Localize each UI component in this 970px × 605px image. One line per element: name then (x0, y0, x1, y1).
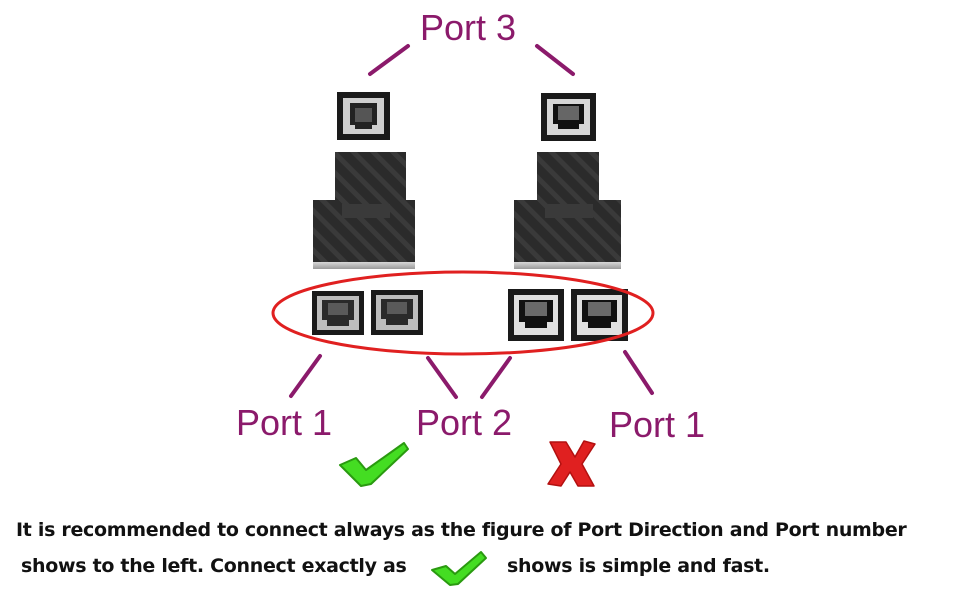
left-bottom-ports (312, 290, 423, 335)
callout-line-port2-right (480, 356, 512, 399)
label-port3: Port 3 (420, 7, 517, 48)
caption-line-2-end: shows is simple and fast. (507, 555, 770, 577)
inline-check-icon (431, 551, 487, 586)
left-port-a (312, 291, 364, 335)
left-adapter-base (313, 262, 415, 269)
right-port-a (508, 289, 564, 341)
label-port1-left: Port 1 (236, 402, 333, 443)
right-adapter (514, 93, 621, 269)
left-adapter (313, 92, 415, 269)
right-adapter-base (514, 262, 621, 269)
highlight-ellipse (271, 270, 655, 356)
callout-line-port3-left (368, 44, 410, 76)
right-port-b (571, 289, 628, 341)
right-bottom-ports (508, 289, 628, 341)
left-port-b (371, 290, 423, 335)
callout-line-port3-right (535, 44, 575, 76)
right-adapter-neck (537, 152, 599, 202)
callout-line-port2-left (426, 356, 458, 399)
callout-lines (289, 44, 654, 399)
caption-line-2-start: shows to the left. Connect exactly as (21, 555, 407, 577)
left-adapter-neck (335, 152, 406, 202)
cross-icon (547, 440, 596, 487)
label-port1-right: Port 1 (609, 404, 706, 445)
callout-line-port1-left (289, 354, 322, 398)
callout-line-port1-right (623, 350, 654, 395)
check-icon (339, 442, 409, 487)
label-port2: Port 2 (416, 402, 513, 443)
caption-line-1: It is recommended to connect always as t… (16, 519, 907, 541)
